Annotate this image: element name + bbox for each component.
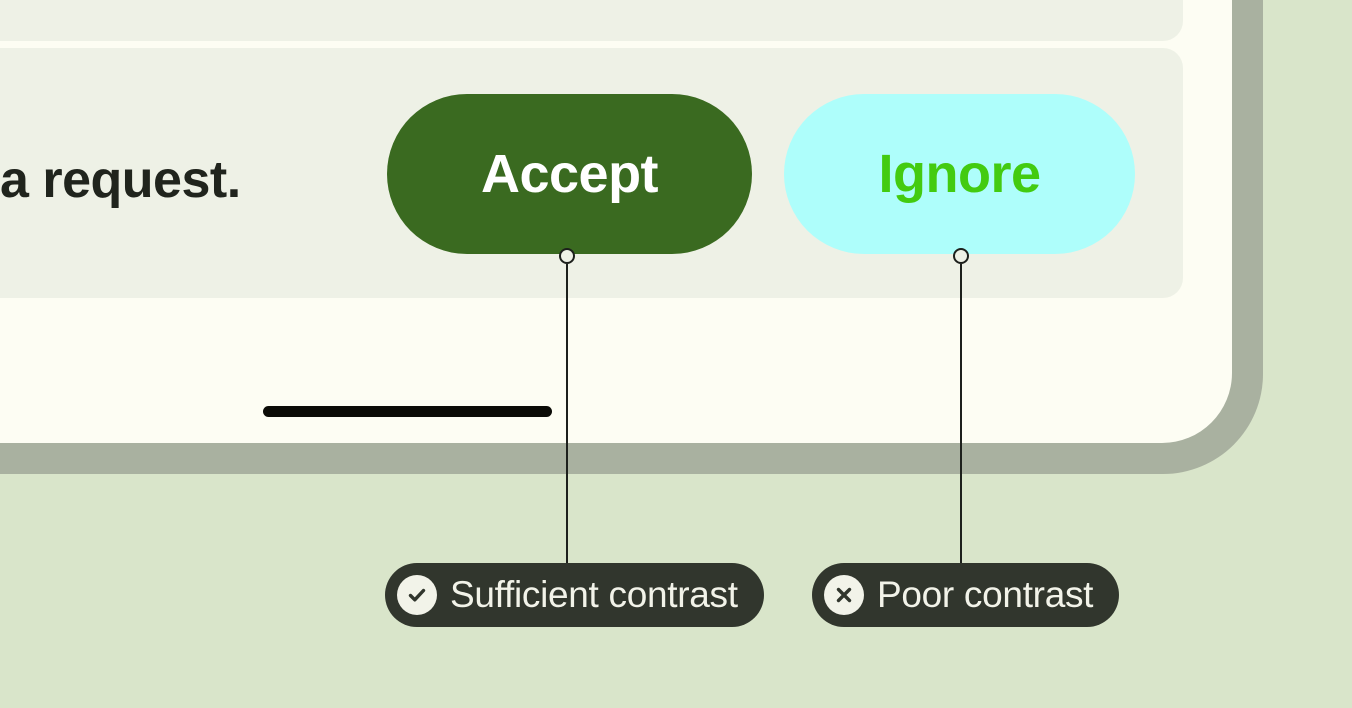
ignore-button[interactable]: Ignore: [784, 94, 1135, 254]
card-above: [0, 0, 1183, 41]
callout-line-accept: [566, 264, 568, 563]
annotation-label: Sufficient contrast: [450, 574, 738, 615]
annotation-label: Poor contrast: [877, 574, 1094, 615]
x-circle-icon: [824, 575, 864, 615]
annotation-sufficient-contrast: Sufficient contrast: [385, 563, 764, 627]
accept-button[interactable]: Accept: [387, 94, 752, 254]
callout-line-ignore: [960, 264, 962, 563]
callout-marker-ignore: [953, 248, 969, 264]
notification-text-fragment: a request.: [0, 151, 241, 209]
check-circle-icon: [397, 575, 437, 615]
home-indicator[interactable]: [263, 406, 552, 417]
annotation-poor-contrast: Poor contrast: [812, 563, 1120, 627]
callout-marker-accept: [559, 248, 575, 264]
